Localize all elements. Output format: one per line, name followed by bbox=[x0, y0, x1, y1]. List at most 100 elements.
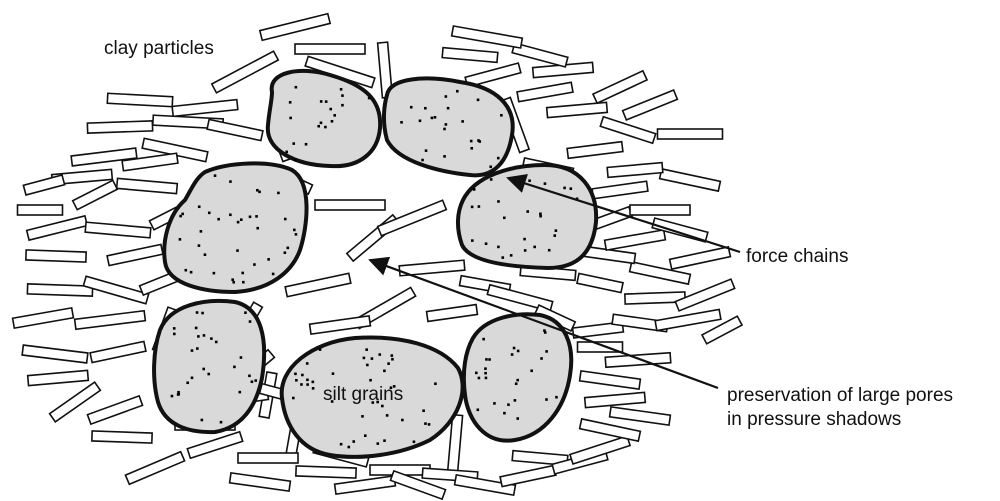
grain-speckle bbox=[333, 114, 336, 117]
grain-speckle bbox=[289, 117, 292, 120]
clay-particle bbox=[107, 93, 172, 106]
clay-particle bbox=[605, 353, 671, 368]
grain-speckle bbox=[258, 191, 261, 194]
grain-speckle bbox=[539, 215, 542, 218]
grain-speckle bbox=[341, 94, 344, 97]
grain-speckle bbox=[173, 327, 176, 330]
grain-speckle bbox=[306, 379, 309, 382]
grain-speckle bbox=[545, 398, 548, 401]
clay-particle bbox=[630, 205, 690, 215]
grain-speckle bbox=[530, 369, 533, 372]
grain-speckle bbox=[485, 358, 488, 361]
grain-speckle bbox=[331, 120, 334, 123]
clay-particle bbox=[230, 473, 291, 491]
grain-speckle bbox=[320, 100, 323, 103]
grain-speckle bbox=[177, 391, 180, 394]
grain-speckle bbox=[217, 218, 220, 221]
grain-speckle bbox=[204, 253, 207, 256]
grain-speckle bbox=[478, 205, 481, 208]
grain-speckle bbox=[285, 151, 288, 154]
grain-speckle bbox=[371, 357, 374, 360]
silt-grain bbox=[464, 314, 571, 440]
grain-speckle bbox=[184, 269, 187, 272]
clay-particle bbox=[73, 180, 118, 209]
grain-speckle bbox=[319, 348, 322, 351]
grain-speckle bbox=[233, 366, 236, 369]
clay-particle bbox=[285, 273, 351, 296]
grain-speckle bbox=[447, 107, 450, 110]
grain-speckle bbox=[485, 377, 488, 380]
grain-speckle bbox=[240, 218, 243, 221]
grain-speckle bbox=[470, 140, 473, 143]
grain-speckle bbox=[364, 434, 367, 437]
grain-speckle bbox=[422, 409, 425, 412]
grain-speckle bbox=[238, 391, 241, 394]
grain-speckle bbox=[198, 205, 201, 208]
grain-speckle bbox=[215, 341, 218, 344]
silt-grains-label: silt grains bbox=[323, 383, 403, 407]
grain-speckle bbox=[295, 86, 298, 89]
grain-speckle bbox=[171, 395, 174, 398]
grain-speckle bbox=[317, 125, 320, 128]
grain-speckle bbox=[490, 178, 493, 181]
clay-particle bbox=[547, 102, 608, 117]
clay-particle bbox=[660, 169, 721, 191]
grain-speckle bbox=[292, 142, 295, 145]
grain-speckle bbox=[376, 442, 379, 445]
grain-speckle bbox=[236, 249, 239, 252]
clay-particle bbox=[500, 465, 556, 486]
grain-speckle bbox=[400, 121, 403, 124]
grain-speckle bbox=[473, 188, 476, 191]
clay-particle bbox=[125, 452, 184, 485]
grain-speckle bbox=[425, 149, 428, 152]
grain-speckle bbox=[179, 215, 182, 218]
grain-speckle bbox=[213, 272, 216, 275]
grain-speckle bbox=[289, 101, 292, 104]
pore-preservation-label: preservation of large pores in pressure … bbox=[727, 384, 953, 432]
grain-speckle bbox=[485, 242, 488, 245]
grain-speckle bbox=[340, 443, 343, 446]
clay-particle bbox=[26, 250, 86, 262]
grain-speckle bbox=[249, 320, 252, 323]
grain-speckle bbox=[516, 417, 519, 420]
grain-speckle bbox=[524, 249, 527, 252]
grain-speckle bbox=[516, 379, 519, 382]
grain-speckle bbox=[198, 244, 201, 247]
grain-speckle bbox=[312, 381, 315, 384]
grain-speckle bbox=[456, 90, 459, 93]
grain-speckle bbox=[244, 311, 247, 314]
grain-speckle bbox=[292, 397, 295, 400]
grain-speckle bbox=[231, 278, 234, 281]
grain-speckle bbox=[383, 370, 386, 373]
clay-particle bbox=[22, 345, 88, 363]
grain-speckle bbox=[256, 227, 259, 230]
grain-speckle bbox=[272, 273, 275, 276]
silt-grain bbox=[458, 165, 596, 268]
grain-speckle bbox=[320, 121, 323, 124]
grain-speckle bbox=[484, 372, 487, 375]
grain-speckle bbox=[366, 364, 369, 367]
silt-grain bbox=[164, 163, 306, 292]
grain-speckle bbox=[312, 387, 315, 390]
clay-particle bbox=[442, 48, 498, 63]
clay-particle bbox=[212, 51, 279, 93]
clay-particle bbox=[600, 117, 655, 144]
clay-particle bbox=[296, 466, 356, 478]
grain-speckle bbox=[484, 367, 487, 370]
grain-speckle bbox=[553, 234, 556, 237]
grain-speckle bbox=[528, 179, 531, 182]
grain-speckle bbox=[514, 399, 517, 402]
clay-particle bbox=[75, 311, 146, 329]
grain-speckle bbox=[341, 104, 344, 107]
clay-particle bbox=[172, 100, 238, 117]
grain-speckle bbox=[207, 373, 210, 376]
grain-speckle bbox=[470, 147, 473, 150]
grain-speckle bbox=[517, 350, 520, 353]
clay-particle bbox=[580, 371, 641, 389]
grain-speckle bbox=[511, 353, 514, 356]
grain-speckle bbox=[424, 422, 427, 425]
clay-particle bbox=[577, 273, 623, 292]
grain-speckle bbox=[254, 379, 257, 382]
clay-particle bbox=[658, 129, 723, 139]
grain-speckle bbox=[443, 128, 446, 131]
